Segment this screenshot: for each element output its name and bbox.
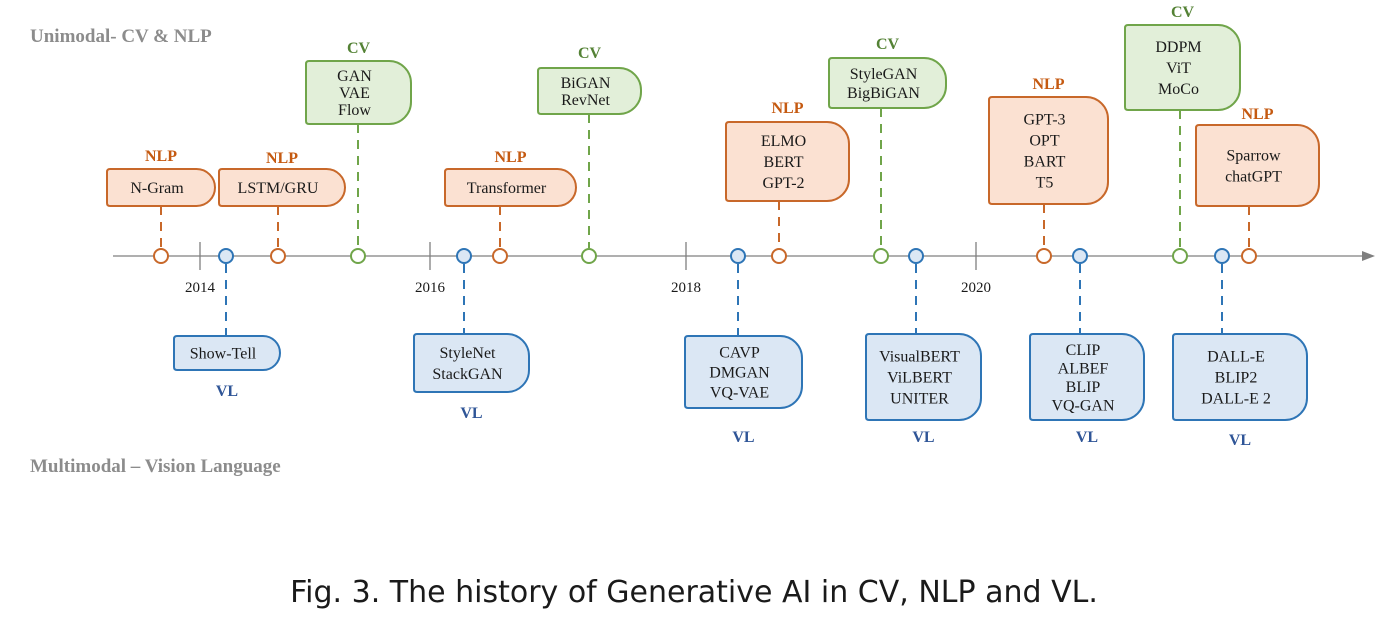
model-dall-e-2: DALL-E 2 (1201, 391, 1271, 408)
category-label-vl-visualbert: VL (912, 429, 934, 446)
category-label-vl-clip: VL (1076, 429, 1098, 446)
box-nlp-elmo (725, 121, 850, 202)
model-flow: Flow (338, 102, 371, 119)
model-cavp: CAVP (719, 345, 760, 362)
model-bigan: BiGAN (561, 75, 611, 92)
node-nlp-transformer (492, 248, 508, 264)
milestone-stems (160, 108, 1250, 336)
box-vl-clip (1029, 333, 1145, 421)
model-blip: BLIP (1066, 379, 1101, 396)
box-nlp-sparrow (1195, 124, 1320, 207)
category-label-cv-stylegan: CV (876, 36, 900, 53)
category-label-nlp-sparrow: NLP (1242, 106, 1274, 123)
model-vae: VAE (339, 85, 370, 102)
box-vl-show-tell (173, 335, 282, 371)
node-cv-stylegan (873, 248, 889, 264)
category-label-nlp-lstm-gru: NLP (266, 150, 298, 167)
model-gan: GAN (337, 68, 372, 85)
model-chatgpt: chatGPT (1225, 169, 1282, 186)
year-ticks: 2014 2016 2018 2020 (185, 242, 991, 296)
node-cv-gan (350, 248, 366, 264)
node-vl-show-tell (218, 248, 234, 264)
model-visualbert: VisualBERT (879, 349, 960, 366)
node-nlp-sparrow (1241, 248, 1257, 264)
box-vl-stylenet (413, 333, 530, 393)
model-bart: BART (1024, 154, 1066, 171)
year-label-2016: 2016 (415, 280, 446, 296)
box-nlp-lstm-gru (218, 168, 347, 207)
model-uniter: UNITER (890, 391, 949, 408)
model-vq-vae: VQ-VAE (710, 385, 769, 402)
model-dall-e: DALL-E (1207, 349, 1265, 366)
category-label-vl-show-tell: VL (216, 383, 238, 400)
node-vl-visualbert (908, 248, 924, 264)
box-nlp-gpt-3 (988, 96, 1109, 205)
category-label-cv-ddpm: CV (1171, 4, 1195, 21)
model-bigbigan: BigBiGAN (847, 85, 920, 102)
model-vq-gan: VQ-GAN (1051, 397, 1115, 414)
box-vl-dall-e (1172, 333, 1308, 421)
category-label-vl-dall-e: VL (1229, 432, 1251, 449)
model-gpt-3: GPT-3 (1023, 112, 1065, 129)
node-nlp-lstm-gru (270, 248, 286, 264)
model-clip: CLIP (1066, 342, 1101, 359)
multimodal-header: Multimodal – Vision Language (30, 456, 281, 477)
model-vilbert: ViLBERT (887, 370, 952, 387)
node-vl-clip (1072, 248, 1088, 264)
model-lstm-gru: LSTM/GRU (238, 180, 319, 197)
box-cv-ddpm (1124, 24, 1241, 111)
model-transformer: Transformer (467, 180, 547, 197)
node-cv-bigan (581, 248, 597, 264)
node-nlp-gpt-3 (1036, 248, 1052, 264)
figure-caption: Fig. 3. The history of Generative AI in … (290, 575, 1098, 610)
box-nlp-n-gram (106, 168, 217, 207)
box-cv-gan (305, 60, 412, 125)
category-label-vl-cavp: VL (732, 429, 754, 446)
category-label-cv-gan: CV (347, 40, 371, 57)
model-revnet: RevNet (561, 92, 610, 109)
category-label-nlp-elmo: NLP (772, 100, 804, 117)
node-nlp-n-gram (153, 248, 169, 264)
model-moco: MoCo (1158, 81, 1199, 98)
box-cv-stylegan (828, 57, 947, 109)
model-albef: ALBEF (1058, 360, 1109, 377)
model-vit: ViT (1166, 60, 1191, 77)
model-sparrow: Sparrow (1226, 148, 1281, 165)
box-nlp-transformer (444, 168, 578, 207)
year-label-2018: 2018 (671, 280, 701, 296)
model-t5: T5 (1036, 175, 1054, 192)
node-cv-ddpm (1172, 248, 1188, 264)
category-label-nlp-n-gram: NLP (145, 148, 177, 165)
box-vl-cavp (684, 335, 803, 409)
node-vl-stylenet (456, 248, 472, 264)
model-stylenet: StyleNet (440, 345, 497, 362)
year-label-2020: 2020 (961, 280, 991, 296)
node-nlp-elmo (771, 248, 787, 264)
model-bert: BERT (764, 154, 804, 171)
category-label-vl-stylenet: VL (460, 405, 482, 422)
model-blip2: BLIP2 (1215, 370, 1258, 387)
model-stylegan: StyleGAN (850, 66, 918, 83)
category-label-nlp-transformer: NLP (495, 149, 527, 166)
timeline-arrow-icon (1362, 251, 1375, 261)
unimodal-header: Unimodal- CV & NLP (30, 26, 212, 47)
node-vl-dall-e (1214, 248, 1230, 264)
category-label-cv-bigan: CV (578, 45, 602, 62)
model-n-gram: N-Gram (130, 180, 184, 197)
node-vl-cavp (730, 248, 746, 264)
model-dmgan: DMGAN (709, 365, 770, 382)
model-ddpm: DDPM (1155, 39, 1201, 56)
box-vl-visualbert (865, 333, 982, 421)
model-show-tell: Show-Tell (190, 346, 257, 363)
model-gpt-2: GPT-2 (762, 175, 804, 192)
model-stackgan: StackGAN (432, 366, 503, 383)
model-elmo: ELMO (761, 133, 806, 150)
year-label-2014: 2014 (185, 280, 216, 296)
model-opt: OPT (1029, 133, 1059, 150)
category-label-nlp-gpt-3: NLP (1033, 76, 1065, 93)
milestone-nodes (153, 248, 1257, 264)
box-cv-bigan (537, 67, 642, 115)
